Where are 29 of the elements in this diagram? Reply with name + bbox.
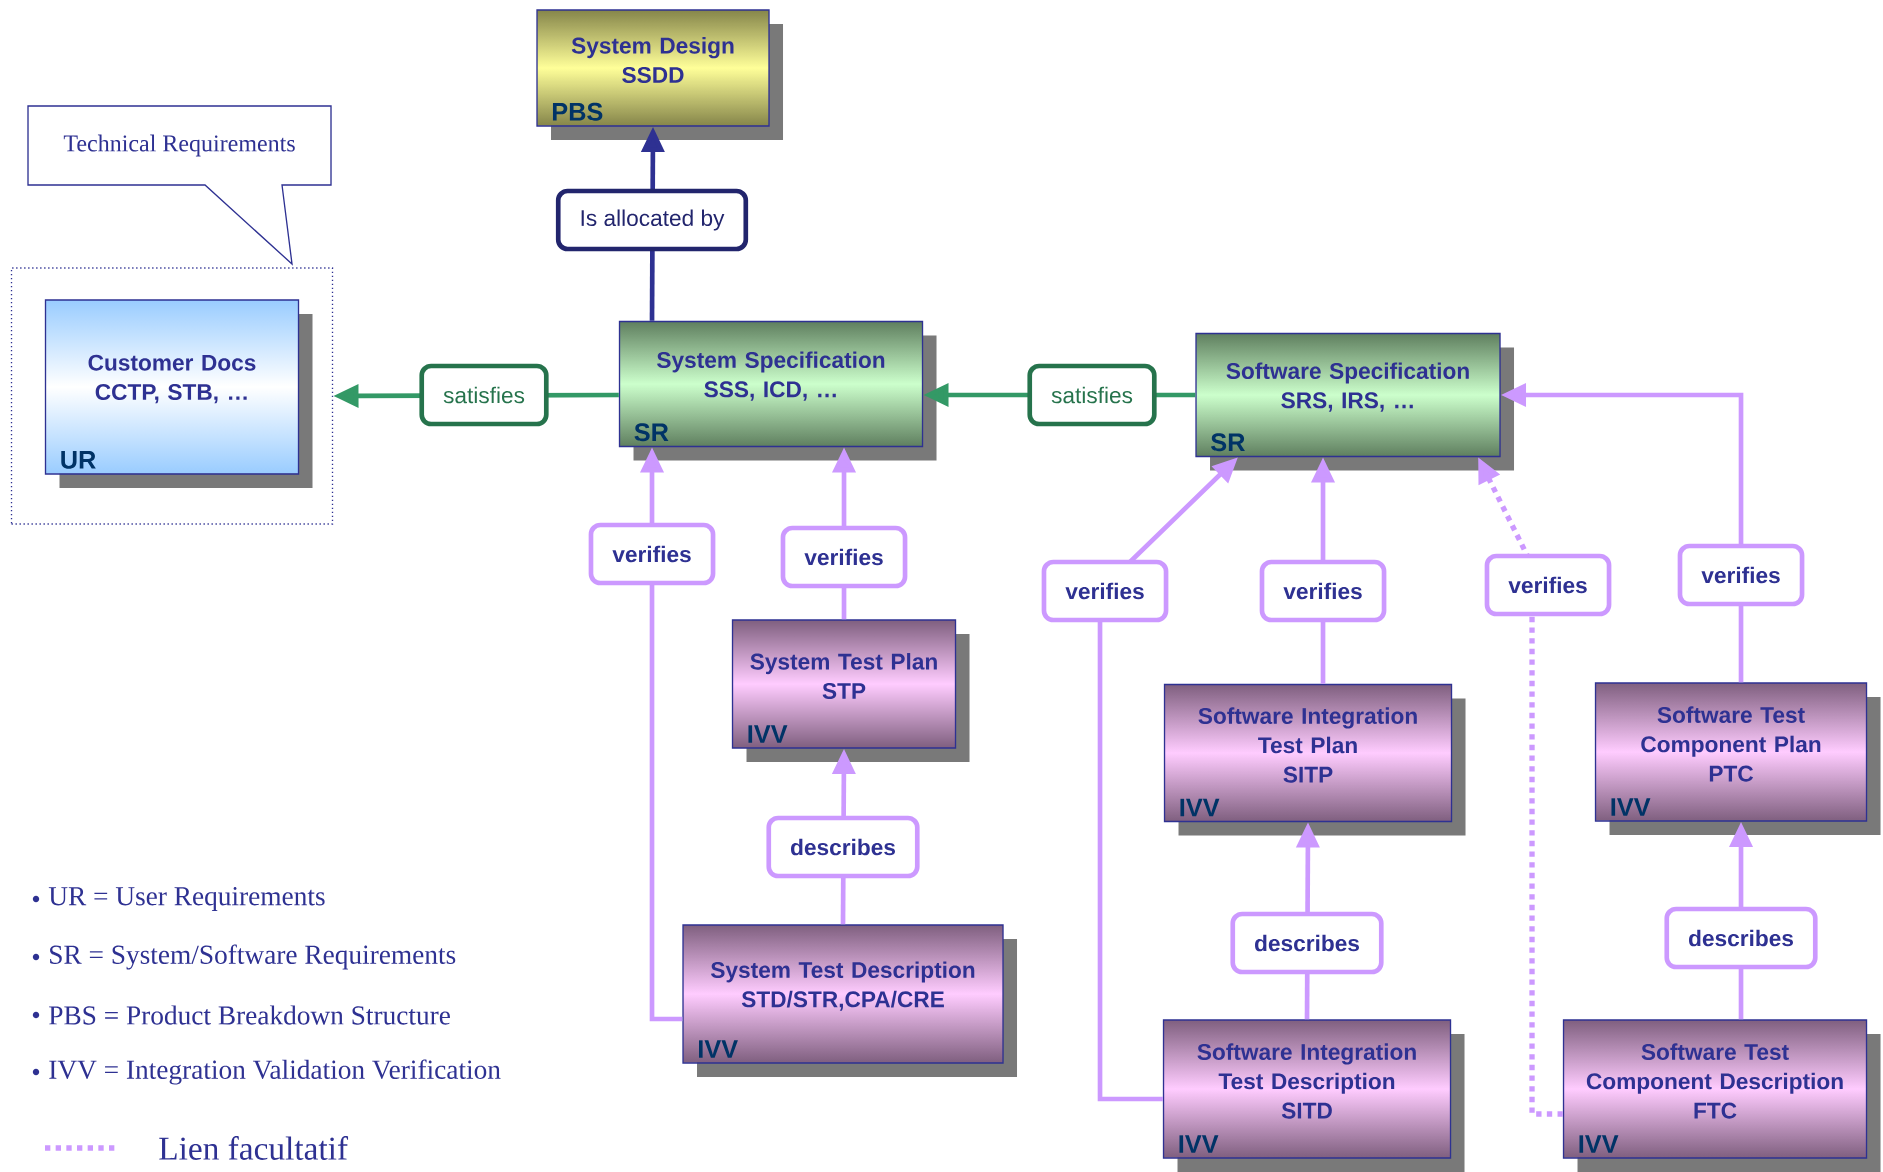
document-box: Software Test Component Plan PTC IVV (1594, 682, 1881, 835)
edge-label: verifies (1677, 543, 1805, 607)
document-box: Software Integration Test Description SITD IVV (1162, 1019, 1465, 1172)
document-box: Software Test Component Description FTC IVV (1562, 1019, 1881, 1172)
note: UR = User Requirements (48, 887, 325, 911)
edge-label: verifies (1484, 553, 1612, 617)
edge-label: satisfies (419, 363, 549, 427)
callout-box: Technical Requirements (27, 105, 332, 266)
document-box: System Design SSDD PBS (536, 9, 783, 140)
note: IVV = Integration Validation Verification (49, 1059, 501, 1085)
note: SR = System/Software Requirements (50, 944, 456, 970)
document-box: Software Integration Test Plan SITP IVV (1163, 683, 1466, 836)
edge-label: Is allocated by (555, 188, 749, 252)
edge-label: describes (766, 815, 920, 879)
edge-label: verifies (1041, 559, 1169, 623)
document-box: System Test Description STD/STR,CPA/CRE IVV (682, 924, 1017, 1077)
edge-label: describes (1664, 906, 1818, 970)
note: PBS = Product Breakdown Structure (49, 1005, 450, 1025)
edge-label: satisfies (1027, 363, 1157, 427)
document-box: System Specification SSS, ICD, … SR (618, 320, 937, 461)
document-box: Software Specification SRS, IRS, … SR (1195, 332, 1514, 471)
document-box: System Test Plan STP IVV (731, 619, 970, 762)
document-box: Customer Docs CCTP, STB, … UR (44, 299, 313, 488)
edge-label: verifies (1259, 559, 1387, 623)
legend-text: Lien facultatif (159, 1136, 349, 1160)
edge-label: verifies (588, 522, 716, 586)
edge-label: verifies (780, 525, 908, 589)
edge-label: describes (1230, 911, 1384, 975)
dotted-frame (10, 267, 334, 525)
